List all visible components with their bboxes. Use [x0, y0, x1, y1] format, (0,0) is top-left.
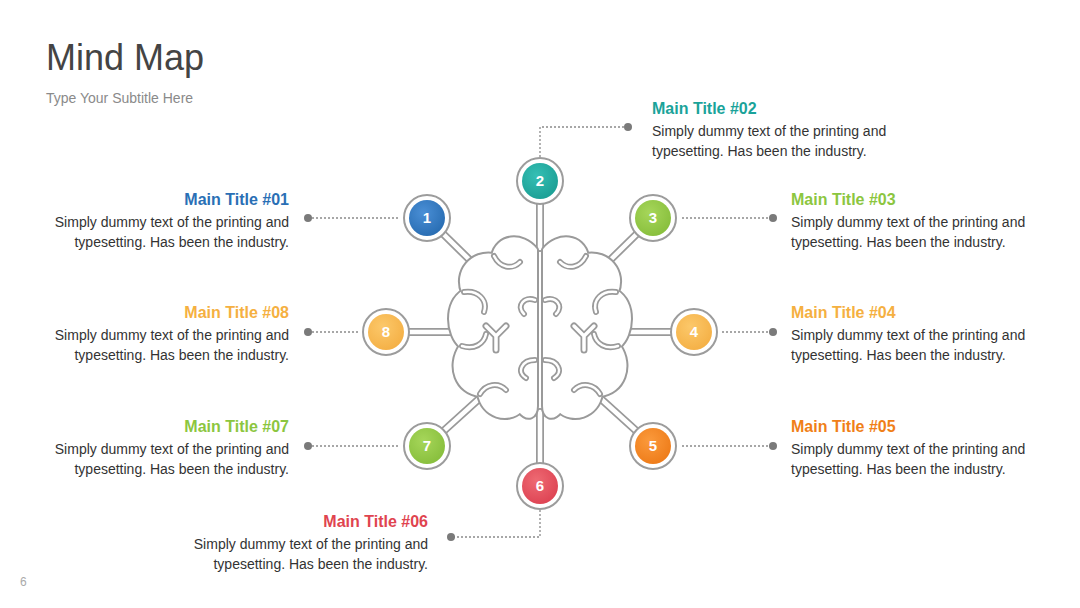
numbered-circle: 8 [362, 308, 410, 356]
numbered-circle: 2 [516, 157, 564, 205]
topic-body: Simply dummy text of the printing and ty… [49, 212, 289, 252]
topic-body: Simply dummy text of the printing and ty… [791, 439, 1031, 479]
callout-number: 6 [522, 468, 558, 504]
slide-title: Mind Map [46, 37, 204, 79]
numbered-circle: 3 [629, 194, 677, 242]
topic-heading: Main Title #02 [652, 99, 952, 119]
numbered-circle: 5 [629, 422, 677, 470]
leader-lines [308, 127, 773, 537]
numbered-circle: 7 [403, 422, 451, 470]
topic-body: Simply dummy text of the printing and ty… [791, 212, 1031, 252]
brain-outline [451, 239, 629, 416]
callout-number: 3 [635, 200, 671, 236]
callout-number: 8 [368, 314, 404, 350]
brain-spokes [386, 181, 694, 486]
topic-heading: Main Title #06 [188, 512, 428, 532]
topic-body: Simply dummy text of the printing and ty… [652, 121, 892, 161]
topic-heading: Main Title #05 [791, 417, 1071, 437]
leader-dots [304, 123, 777, 541]
topic-heading: Main Title #01 [49, 190, 289, 210]
callout-number: 5 [635, 428, 671, 464]
callout-number: 2 [522, 163, 558, 199]
numbered-circle: 1 [403, 194, 451, 242]
topic-heading: Main Title #04 [791, 303, 1071, 323]
topic-heading: Main Title #08 [49, 303, 289, 323]
topic-body: Simply dummy text of the printing and ty… [188, 534, 428, 574]
page-number: 6 [20, 572, 50, 592]
numbered-circle: 6 [516, 462, 564, 510]
topic-body: Simply dummy text of the printing and ty… [791, 325, 1031, 365]
topic-heading: Main Title #03 [791, 190, 1071, 210]
numbered-circle: 4 [670, 308, 718, 356]
callout-number: 1 [409, 200, 445, 236]
callout-number: 4 [676, 314, 712, 350]
callout-number: 7 [409, 428, 445, 464]
topic-heading: Main Title #07 [49, 417, 289, 437]
topic-body: Simply dummy text of the printing and ty… [49, 325, 289, 365]
slide-subtitle: Type Your Subtitle Here [46, 88, 346, 108]
topic-body: Simply dummy text of the printing and ty… [49, 439, 289, 479]
